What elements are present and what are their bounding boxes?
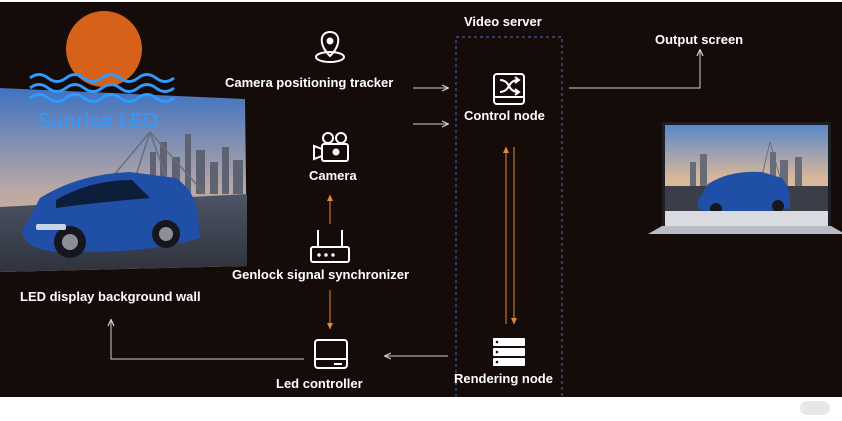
- camera-icon: [313, 132, 349, 162]
- shuffle-icon: [493, 73, 525, 105]
- brand-name: Sunrise LED: [38, 109, 159, 133]
- server-icon: [493, 338, 525, 366]
- label-led-wall: LED display background wall: [20, 289, 201, 304]
- label-output-screen: Output screen: [655, 32, 744, 47]
- label-camera: Camera: [309, 168, 357, 183]
- label-video-server: Video server: [464, 14, 542, 29]
- sunrise-led-logo: [29, 11, 175, 103]
- label-genlock: Genlock signal synchronizer: [232, 267, 409, 282]
- diagram-panel: Sunrise LED Video server Output screen C…: [0, 2, 842, 397]
- diagram-canvas: [0, 11, 842, 397]
- label-control-node: Control node: [464, 108, 545, 123]
- output-screen-tv: [648, 122, 842, 234]
- controller-box-icon: [314, 339, 348, 369]
- router-icon: [310, 230, 350, 263]
- connector-arrows: [111, 50, 700, 360]
- label-camera-tracker: Camera positioning tracker: [225, 75, 394, 90]
- label-rendering-node: Rendering node: [454, 371, 553, 386]
- label-led-controller: Led controller: [276, 376, 363, 391]
- watermark-badge: [800, 401, 830, 415]
- led-wall-image: [0, 88, 247, 272]
- location-pin-icon: [315, 30, 345, 63]
